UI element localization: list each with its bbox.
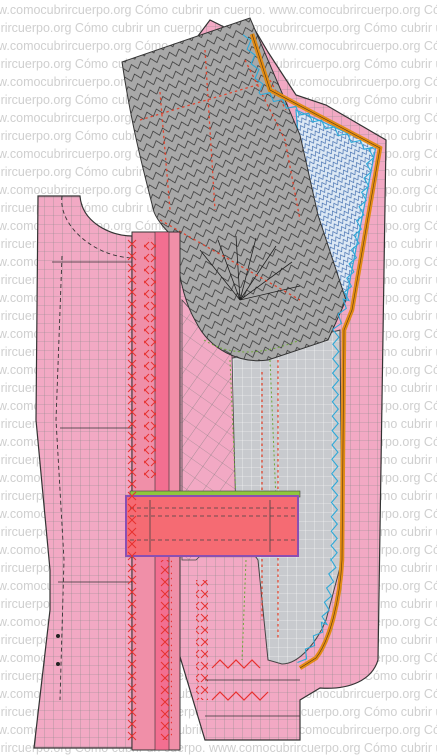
front-panel-left xyxy=(33,195,133,749)
watermark-line: www.comocubrircuerpo.org Cómo cubrir un … xyxy=(0,3,437,17)
strip-edge-xstitch xyxy=(127,239,137,741)
pocket-welt-ends xyxy=(149,500,271,552)
side-dashed-guide xyxy=(55,255,65,701)
strip-crossstitch xyxy=(160,560,172,740)
edge-blue-stitch xyxy=(242,34,375,664)
panel-horizontal-lines xyxy=(52,261,132,583)
marker-dot xyxy=(56,634,60,638)
armhole-dashed-guide xyxy=(61,195,133,259)
strip-crossstitch xyxy=(196,580,208,700)
stay-stitching xyxy=(203,339,301,661)
hem-fold xyxy=(205,679,300,717)
hem-herringbone xyxy=(211,659,269,701)
strip-crossstitch xyxy=(144,238,156,478)
marker-dot xyxy=(56,662,60,666)
chest-padstitch-darts xyxy=(199,235,301,301)
tape-edge-outline xyxy=(251,33,381,669)
pocket-welt xyxy=(125,495,299,557)
